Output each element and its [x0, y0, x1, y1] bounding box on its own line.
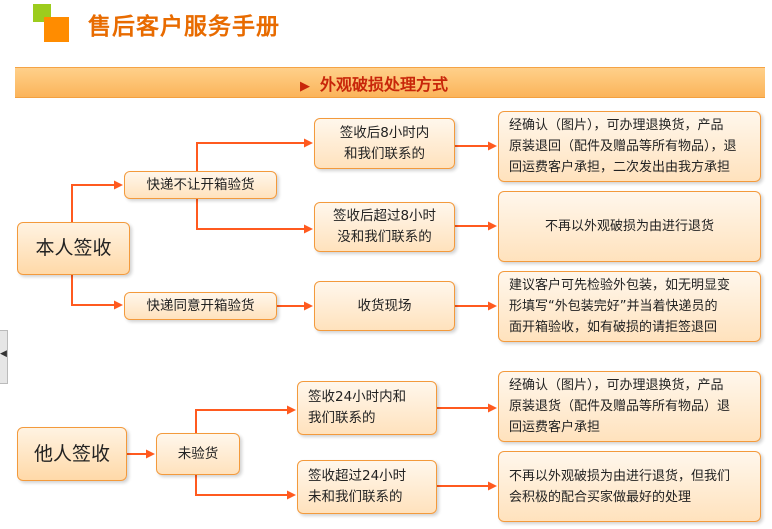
result-confirm-2-line3: 回运费客户承担: [509, 420, 601, 435]
result-no-return-2-line2: 会积极的配合买家做最好的处理: [509, 489, 692, 505]
result-suggest-line1: 建议客户可先检验外包装，如无明显变: [509, 278, 731, 293]
node-over-24h: 签收超过24小时未和我们联系的: [297, 460, 437, 514]
node-courier-no-open: 快递不让开箱验货: [124, 171, 277, 199]
node-over-24h-line1: 签收超过24小时: [308, 468, 407, 484]
side-collapse-tab[interactable]: ◀: [0, 330, 8, 384]
node-over-8h-line1: 签收后超过8小时: [332, 208, 437, 224]
result-confirm-2-line2: 原装退货（配件及赠品等所有物品）退: [509, 399, 731, 414]
connector-notinspected-to-over24h: [195, 475, 296, 500]
result-confirm-line1: 经确认（图片），可办理退换货，产品: [509, 118, 724, 133]
node-self-sign: 本人签收: [17, 222, 130, 275]
play-arrow-icon: ▶: [300, 79, 310, 94]
result-suggest: 建议客户可先检验外包装，如无明显变形填写“外包装完好”并当着快递员的面开箱验收，…: [498, 271, 761, 342]
result-confirm-line2: 原装退回（配件及赠品等所有物品），退: [509, 139, 737, 154]
node-within-8h-line2: 和我们联系的: [344, 145, 425, 162]
node-on-site: 收货现场: [314, 281, 455, 331]
connector-self-to-noopen: [71, 180, 123, 222]
result-confirm-2-line1: 经确认（图片），可办理退换货，产品: [509, 378, 724, 393]
result-suggest-line3: 面开箱验收，如有破损的请拒签退回: [509, 320, 718, 335]
node-other-sign: 他人签收: [17, 427, 127, 481]
connector-notinspected-to-24h: [195, 405, 296, 433]
banner-heading: ▶ 外观破损处理方式: [300, 71, 448, 95]
node-over-24h-line2: 未和我们联系的: [308, 489, 403, 505]
banner-label: 外观破损处理方式: [320, 75, 449, 94]
node-within-8h: 签收后8小时内和我们联系的: [314, 118, 455, 169]
result-no-return: 不再以外观破损为由进行退货: [498, 191, 761, 262]
logo-square-orange: [44, 17, 69, 42]
node-within-8h-line1: 签收后8小时内: [339, 124, 430, 141]
result-confirm: 经确认（图片），可办理退换货，产品原装退回（配件及赠品等所有物品），退回运费客户…: [498, 111, 761, 182]
node-over-8h-line2: 没和我们联系的: [337, 229, 432, 245]
result-suggest-line2: 形填写“外包装完好”并当着快递员的: [509, 299, 718, 314]
result-confirm-line3: 回运费客户承担，二次发出由我方承担: [509, 160, 731, 175]
result-no-return-2: 不再以外观破损为由进行退货，但我们会积极的配合买家做最好的处理: [498, 451, 761, 522]
node-within-24h: 签收24小时内和我们联系的: [297, 381, 437, 435]
connector-noopen-to-over8h: [196, 199, 313, 234]
left-arrow-icon: ◀: [0, 349, 7, 359]
result-confirm-2: 经确认（图片），可办理退换货，产品原装退货（配件及赠品等所有物品）退回运费客户承…: [498, 371, 761, 442]
section-banner: ▶ 外观破损处理方式: [15, 67, 765, 98]
node-not-inspected: 未验货: [156, 433, 240, 475]
connector-noopen-to-8h: [196, 138, 313, 171]
result-no-return-2-line1: 不再以外观破损为由进行退货，但我们: [509, 468, 731, 484]
page-title: 售后客户服务手册: [88, 14, 280, 40]
node-within-24h-line1: 签收24小时内和: [308, 389, 407, 405]
node-over-8h: 签收后超过8小时没和我们联系的: [314, 202, 455, 252]
connector-self-to-allowopen: [71, 275, 123, 310]
node-courier-allow-open: 快递同意开箱验货: [124, 292, 277, 320]
node-within-24h-line2: 我们联系的: [308, 410, 376, 426]
